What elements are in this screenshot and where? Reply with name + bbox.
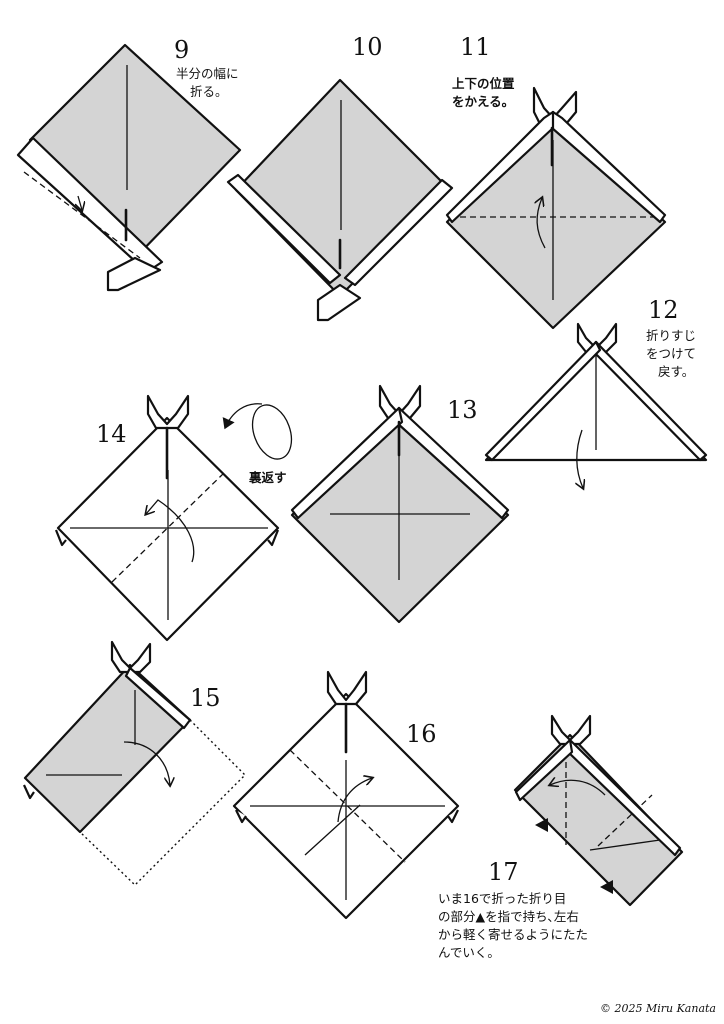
step-17-note-line-2: の部分▲を指で持ち､左右 (438, 909, 579, 924)
step-10-figure (226, 78, 454, 322)
step-12-note-line-3: 戻す。 (658, 364, 694, 379)
step-12-number: 12 (648, 296, 679, 324)
step-12-note-line-1: 折りすじ (646, 328, 696, 343)
step-15-number: 15 (190, 684, 221, 712)
step-11-figure (445, 86, 667, 330)
step-15-figure (23, 640, 246, 886)
step-9-number: 9 (174, 36, 189, 64)
step-11-note-line-1: 上下の位置 (452, 76, 515, 91)
step-17-number: 17 (488, 858, 519, 886)
step-11-number: 11 (460, 33, 491, 61)
step-16-number: 16 (406, 720, 437, 748)
step-9-note-line-1: 半分の幅に (176, 66, 239, 81)
step-11-note-line-2: をかえる。 (452, 94, 514, 109)
step-17-note-line-4: んでいく。 (438, 945, 500, 960)
step-14-figure (54, 394, 280, 642)
step-17-figure (513, 714, 684, 907)
step-16-figure (232, 670, 460, 920)
step-9-figure (16, 43, 242, 292)
step-12-note-line-2: をつけて (646, 346, 696, 361)
flip-over-label: 裏返す (248, 470, 287, 485)
copyright-text: © 2025 Miru Kanata (600, 1002, 716, 1015)
step-13-figure (290, 384, 510, 624)
step-13-number: 13 (447, 396, 478, 424)
step-17-note-line-1: いま16で折った折り目 (438, 891, 566, 906)
step-17-note-line-3: から軽く寄せるようにたた (438, 927, 588, 942)
step-10-number: 10 (352, 33, 383, 61)
flip-over-icon (222, 403, 293, 460)
step-12-figure (484, 322, 708, 488)
step-14-number: 14 (96, 420, 127, 448)
step-9-note-line-2: 折る。 (190, 84, 228, 99)
